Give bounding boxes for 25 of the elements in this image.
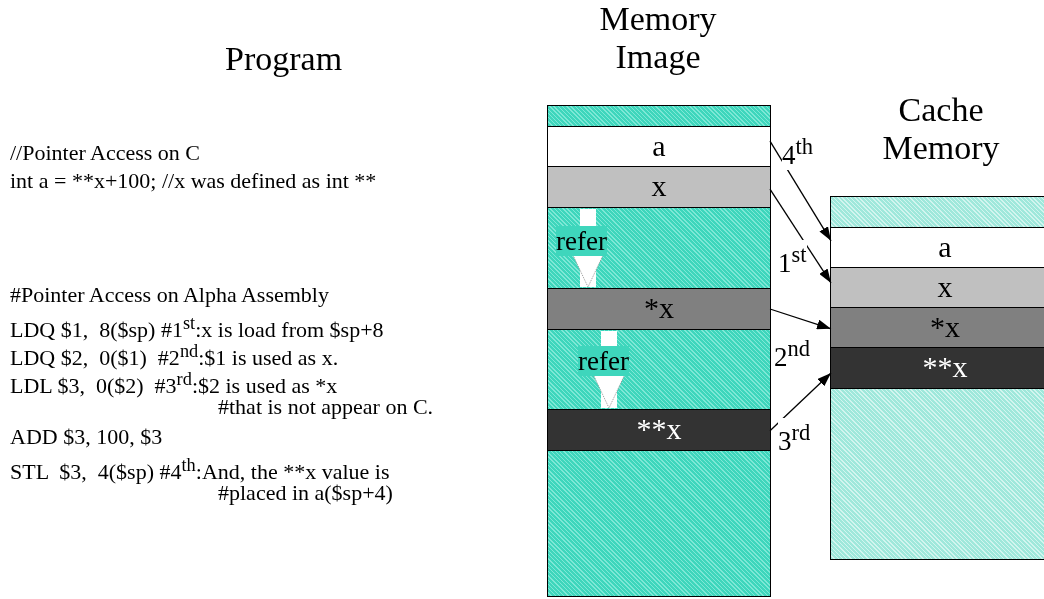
memory-cell: **x [831, 347, 1044, 389]
code-line: #Pointer Access on Alpha Assembly [10, 282, 329, 308]
arrow [769, 372, 832, 432]
block-arrow [591, 331, 627, 409]
arrow [769, 140, 832, 242]
memory-cell: **x [548, 409, 770, 451]
memory-cell: x [548, 166, 770, 208]
column-heading: Cache Memory [881, 91, 1001, 167]
arrow [769, 188, 832, 284]
memory-cell: a [831, 227, 1044, 269]
section-heading: Program [225, 40, 343, 78]
code-line: int a = **x+100; //x was defined as int ** [10, 168, 377, 194]
edge-label: refer [556, 226, 607, 256]
code-line: LDQ $1, 8($sp) #1$^{st}$:x is load from $sp+8 [10, 312, 384, 344]
column-heading: Memory Image [598, 0, 718, 76]
code-line: LDQ $2, 0($1) #2$^{nd}$:$1 is used as x. [10, 341, 339, 372]
edge-label: refer [578, 346, 629, 376]
arrow [769, 308, 832, 330]
memory-cell: a [548, 126, 770, 168]
memory-cell: x [831, 267, 1044, 309]
code-line: STL $3, 4($sp) #4$^{th}$:And, the **x value is [10, 454, 390, 485]
memory-cell: *x [548, 288, 770, 330]
code-line: //Pointer Access on C [10, 140, 201, 166]
memory-cell: *x [831, 307, 1044, 349]
code-line: ADD $3, 100, $3 [10, 424, 163, 450]
